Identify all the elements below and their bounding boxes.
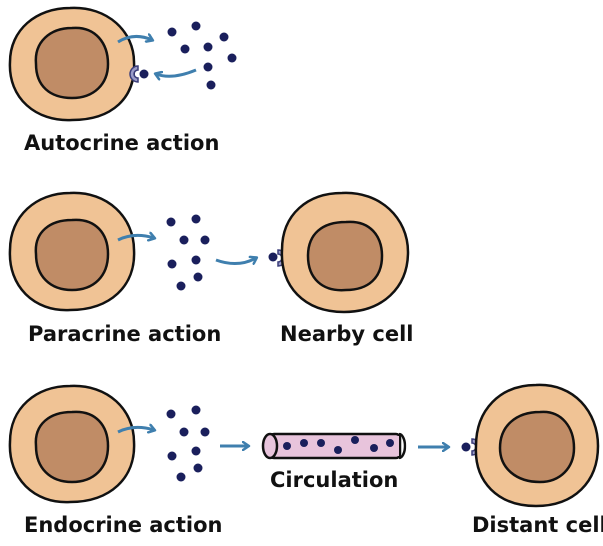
cell-nucleus xyxy=(306,220,384,292)
hormone-dot xyxy=(300,439,308,447)
diffusion-arrow xyxy=(215,258,256,264)
vessel-end-cover xyxy=(395,436,399,456)
hormone-dot xyxy=(351,436,359,444)
receptor-shape xyxy=(129,65,139,83)
secreting-cell xyxy=(8,191,136,312)
hormone-dot xyxy=(180,44,190,54)
receptor xyxy=(129,65,149,83)
paracrine-label: Paracrine action xyxy=(28,322,221,346)
hormone-dot xyxy=(191,21,201,31)
endocrine-panel: Circulation Endocrine action Distant cel… xyxy=(8,383,603,537)
distant-cell-label: Distant cell xyxy=(472,513,603,537)
hormone-dot xyxy=(191,255,201,265)
hormone-dot xyxy=(203,42,213,52)
circulating-hormones xyxy=(283,436,394,454)
hormone-dot xyxy=(166,409,176,419)
cell-nucleus xyxy=(34,410,110,484)
hormone-dot xyxy=(167,259,177,269)
hormone-dot xyxy=(176,472,186,482)
hormone-dot xyxy=(176,281,186,291)
bound-hormone xyxy=(139,69,149,79)
secretion-arrow xyxy=(117,36,152,44)
hormone-molecules xyxy=(166,214,210,291)
hormone-dot xyxy=(200,427,210,437)
hormone-dot xyxy=(370,444,378,452)
nearby-cell-label: Nearby cell xyxy=(280,322,413,346)
hormone-dot xyxy=(193,463,203,473)
secretion-arrow xyxy=(117,427,154,432)
hormone-dot xyxy=(179,235,189,245)
cell-nucleus xyxy=(34,26,110,100)
circulation-label: Circulation xyxy=(270,468,398,492)
vessel-opening xyxy=(261,432,279,460)
hormone-dot xyxy=(206,80,216,90)
distant-cell xyxy=(474,383,600,508)
secreting-cell xyxy=(8,6,136,122)
cell-nucleus xyxy=(34,218,110,292)
blood-vessel xyxy=(261,432,405,460)
hormone-dot xyxy=(203,62,213,72)
binding-arrow xyxy=(156,68,197,76)
hormone-molecules xyxy=(166,405,210,482)
hormone-dot xyxy=(191,446,201,456)
nearby-cell xyxy=(280,191,410,314)
bound-hormone xyxy=(461,442,471,452)
hormone-dot xyxy=(167,27,177,37)
hormone-dot xyxy=(179,427,189,437)
hormone-dot xyxy=(193,272,203,282)
hormone-dot xyxy=(200,235,210,245)
hormone-dot xyxy=(317,439,325,447)
hormone-dot xyxy=(166,217,176,227)
hormone-dot xyxy=(227,53,237,63)
paracrine-panel: Paracrine action Nearby cell xyxy=(8,191,413,346)
hormone-dot xyxy=(191,214,201,224)
hormone-dot xyxy=(219,32,229,42)
cell-nucleus xyxy=(498,410,576,484)
secretion-arrow xyxy=(117,235,154,240)
hormone-dot xyxy=(386,439,394,447)
hormone-dot xyxy=(191,405,201,415)
autocrine-panel: Autocrine action xyxy=(8,6,237,155)
secreting-cell xyxy=(8,384,136,504)
hormone-molecules xyxy=(167,21,237,90)
endocrine-label: Endocrine action xyxy=(24,513,223,537)
hormone-dot xyxy=(167,451,177,461)
autocrine-label: Autocrine action xyxy=(24,131,219,155)
hormone-dot xyxy=(334,446,342,454)
hormone-dot xyxy=(283,442,291,450)
bound-hormone xyxy=(268,252,278,262)
